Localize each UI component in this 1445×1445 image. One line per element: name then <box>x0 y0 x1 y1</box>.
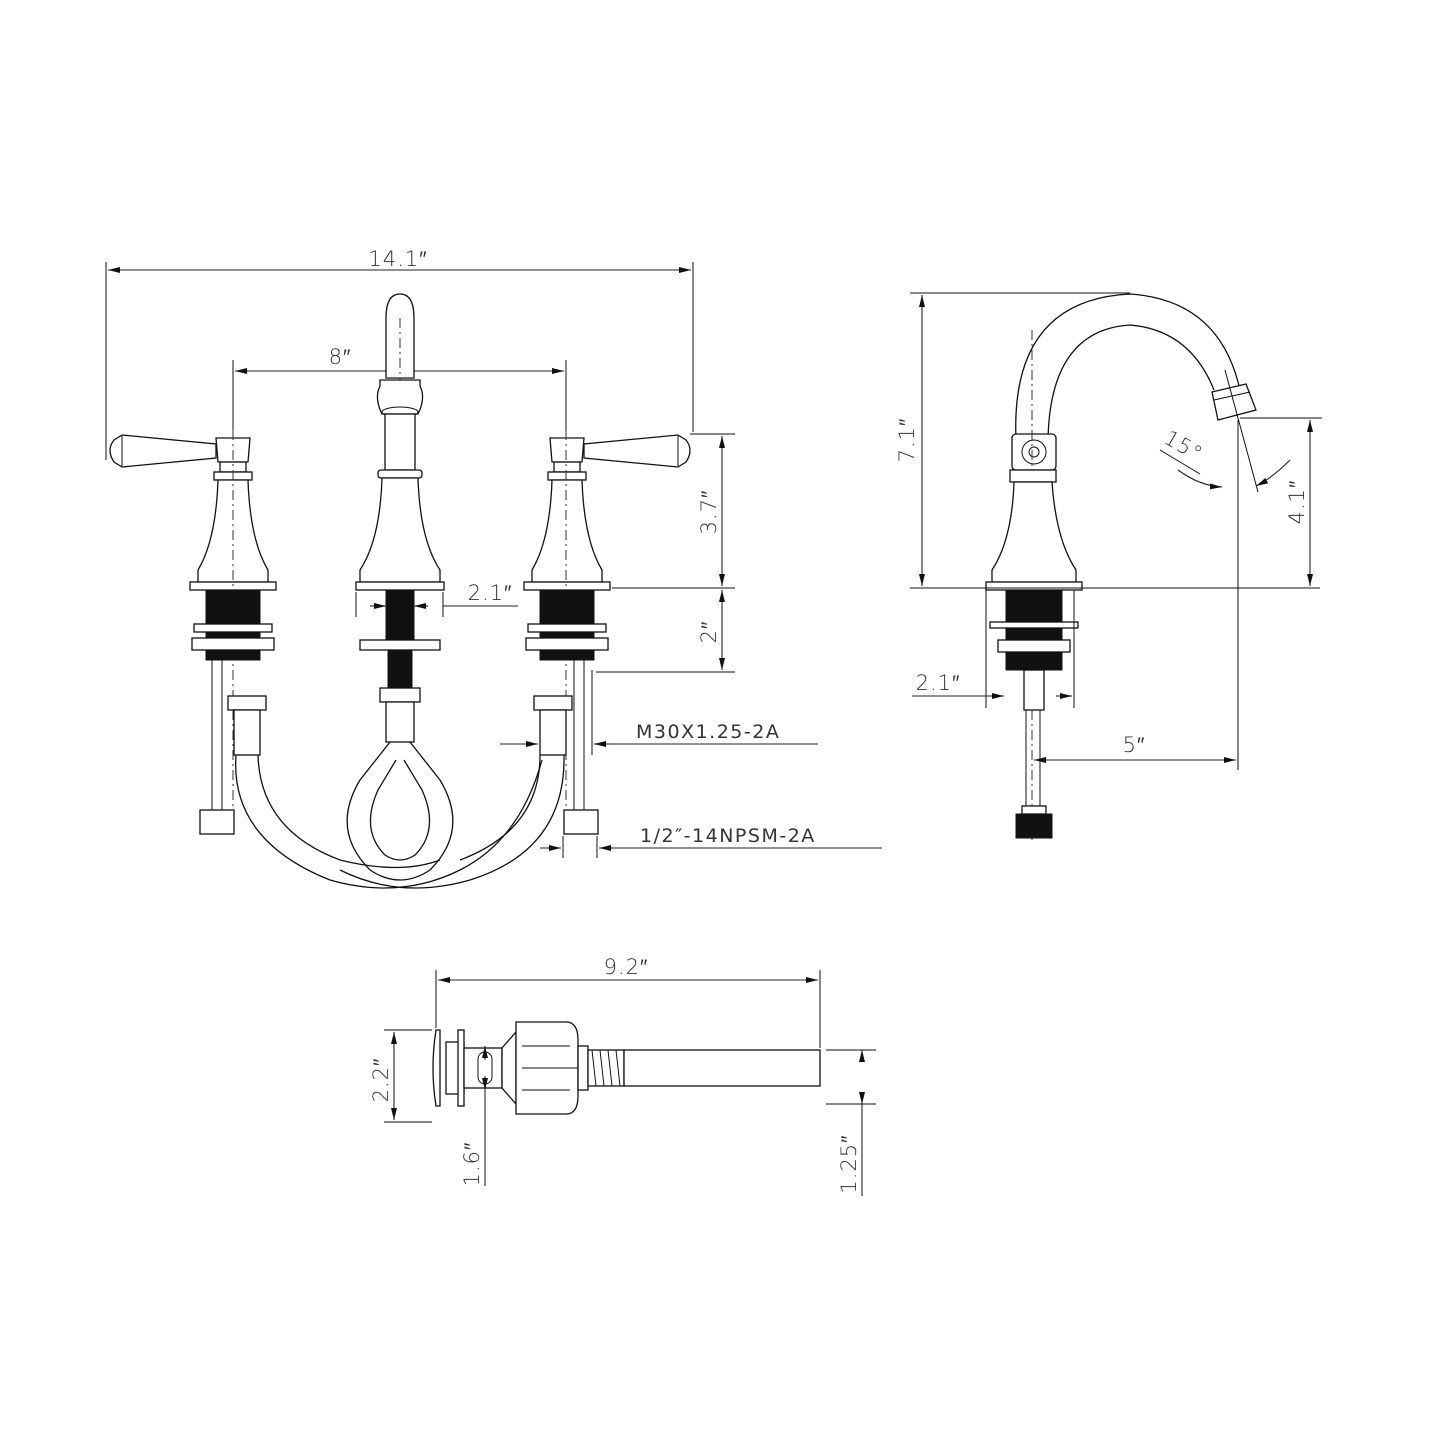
callout-shank-thread: M30X1.25-2A <box>500 670 818 755</box>
right-handle <box>523 430 691 835</box>
flange-label: 2.2″ <box>369 1058 393 1103</box>
dimension-overflow: 1.6″ <box>460 1046 488 1187</box>
front-view: 14.1″ 8″ <box>105 247 882 889</box>
dimension-overall-width: 14.1″ <box>105 247 694 460</box>
dimension-overall-height: 7.1″ <box>895 292 1320 589</box>
dimension-flange: 2.2″ <box>369 1029 432 1123</box>
dimension-spout-reach: 5″ <box>1034 733 1236 763</box>
overall-width-label: 14.1″ <box>368 247 427 271</box>
handle-height-label: 3.7″ <box>697 490 721 535</box>
dimension-spout-clearance: 4.1″ <box>1240 417 1322 586</box>
spout-front <box>355 293 445 743</box>
dimension-spout-angle: 15° <box>1159 369 1291 770</box>
tailpiece-label: 1.25″ <box>837 1134 861 1193</box>
shank-length-label: 2″ <box>697 621 721 644</box>
dimension-shank-length: 2″ <box>596 590 735 673</box>
spout-clearance-label: 4.1″ <box>1285 480 1309 525</box>
side-view: 7.1″ 4.1″ 15° 2.1″ 5″ <box>895 292 1322 842</box>
side-base-label: 2.1″ <box>916 671 961 695</box>
overflow-label: 1.6″ <box>460 1142 484 1187</box>
inlet-thread-label: 1/2″-14NPSM-2A <box>640 825 816 847</box>
shank-thread-label: M30X1.25-2A <box>636 721 780 743</box>
spout-reach-label: 5″ <box>1123 733 1146 757</box>
handle-spread-label: 8″ <box>329 345 352 369</box>
dimension-tailpiece: 1.25″ <box>826 1049 876 1196</box>
dimension-spout-base: 2.1″ <box>355 581 518 617</box>
spout-angle-label: 15° <box>1160 425 1207 466</box>
dimension-handle-height: 3.7″ <box>612 433 735 589</box>
callout-inlet-thread: 1/2″-14NPSM-2A <box>540 825 882 858</box>
supply-hoses <box>227 695 573 889</box>
overall-height-label: 7.1″ <box>895 418 919 463</box>
dimension-side-base: 2.1″ <box>912 590 1075 708</box>
drain-view: 9.2″ 2.2″ 1.6″ 1.25″ <box>369 955 876 1196</box>
dimension-drain-length: 9.2″ <box>435 955 821 1048</box>
left-handle <box>109 430 277 835</box>
spout-base-label: 2.1″ <box>468 581 513 605</box>
drain-length-label: 9.2″ <box>604 955 649 979</box>
